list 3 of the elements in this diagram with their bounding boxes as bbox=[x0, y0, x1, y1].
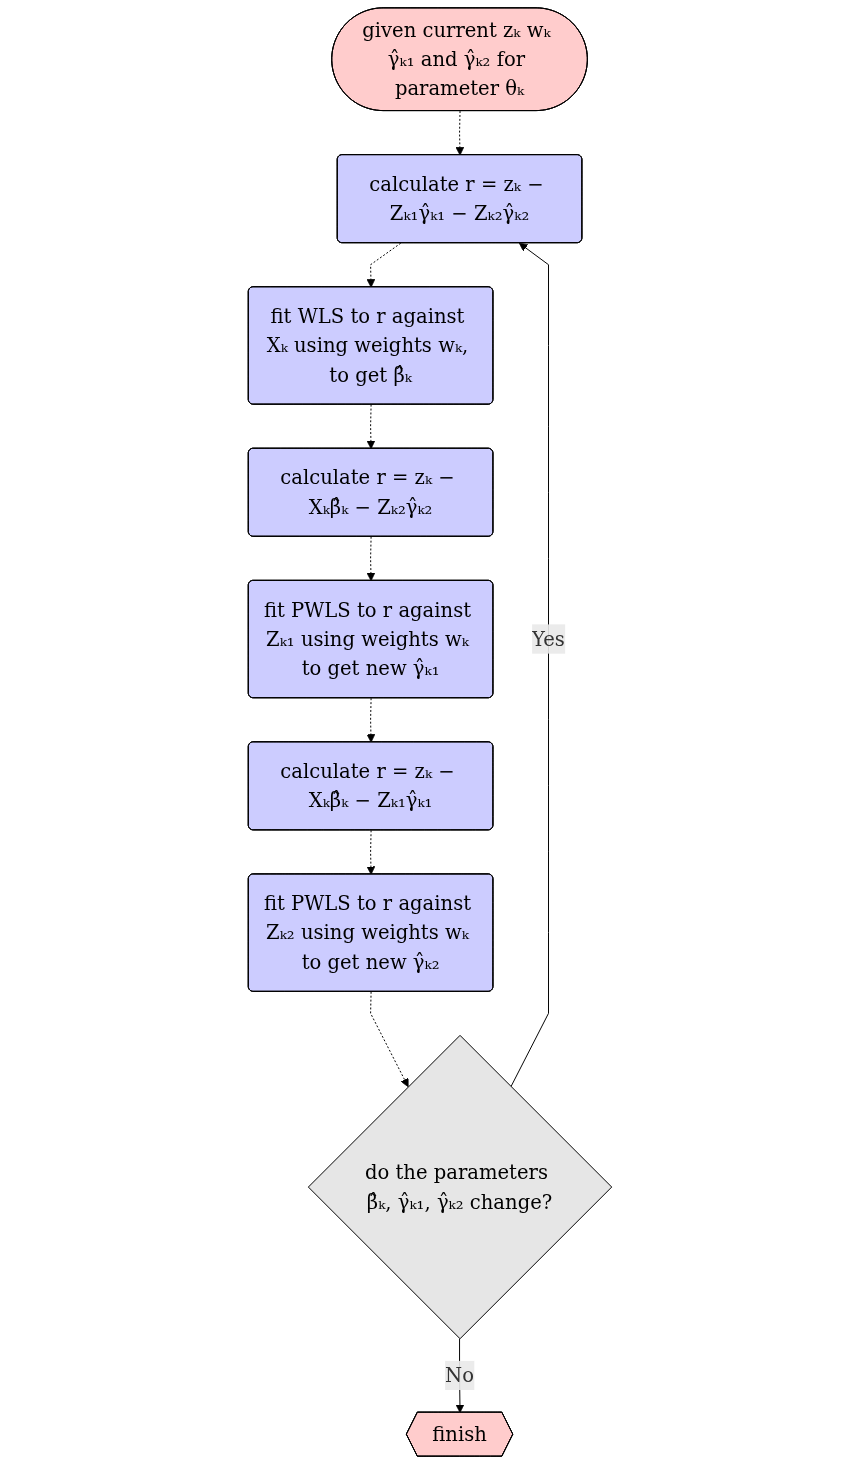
edge-label: Yes bbox=[532, 627, 565, 651]
node-diamond: do the parameters β̂ₖ, γ̂ₖ₁, γ̂ₖ₂ change? bbox=[307, 1034, 613, 1340]
edge-label: No bbox=[445, 1363, 475, 1388]
